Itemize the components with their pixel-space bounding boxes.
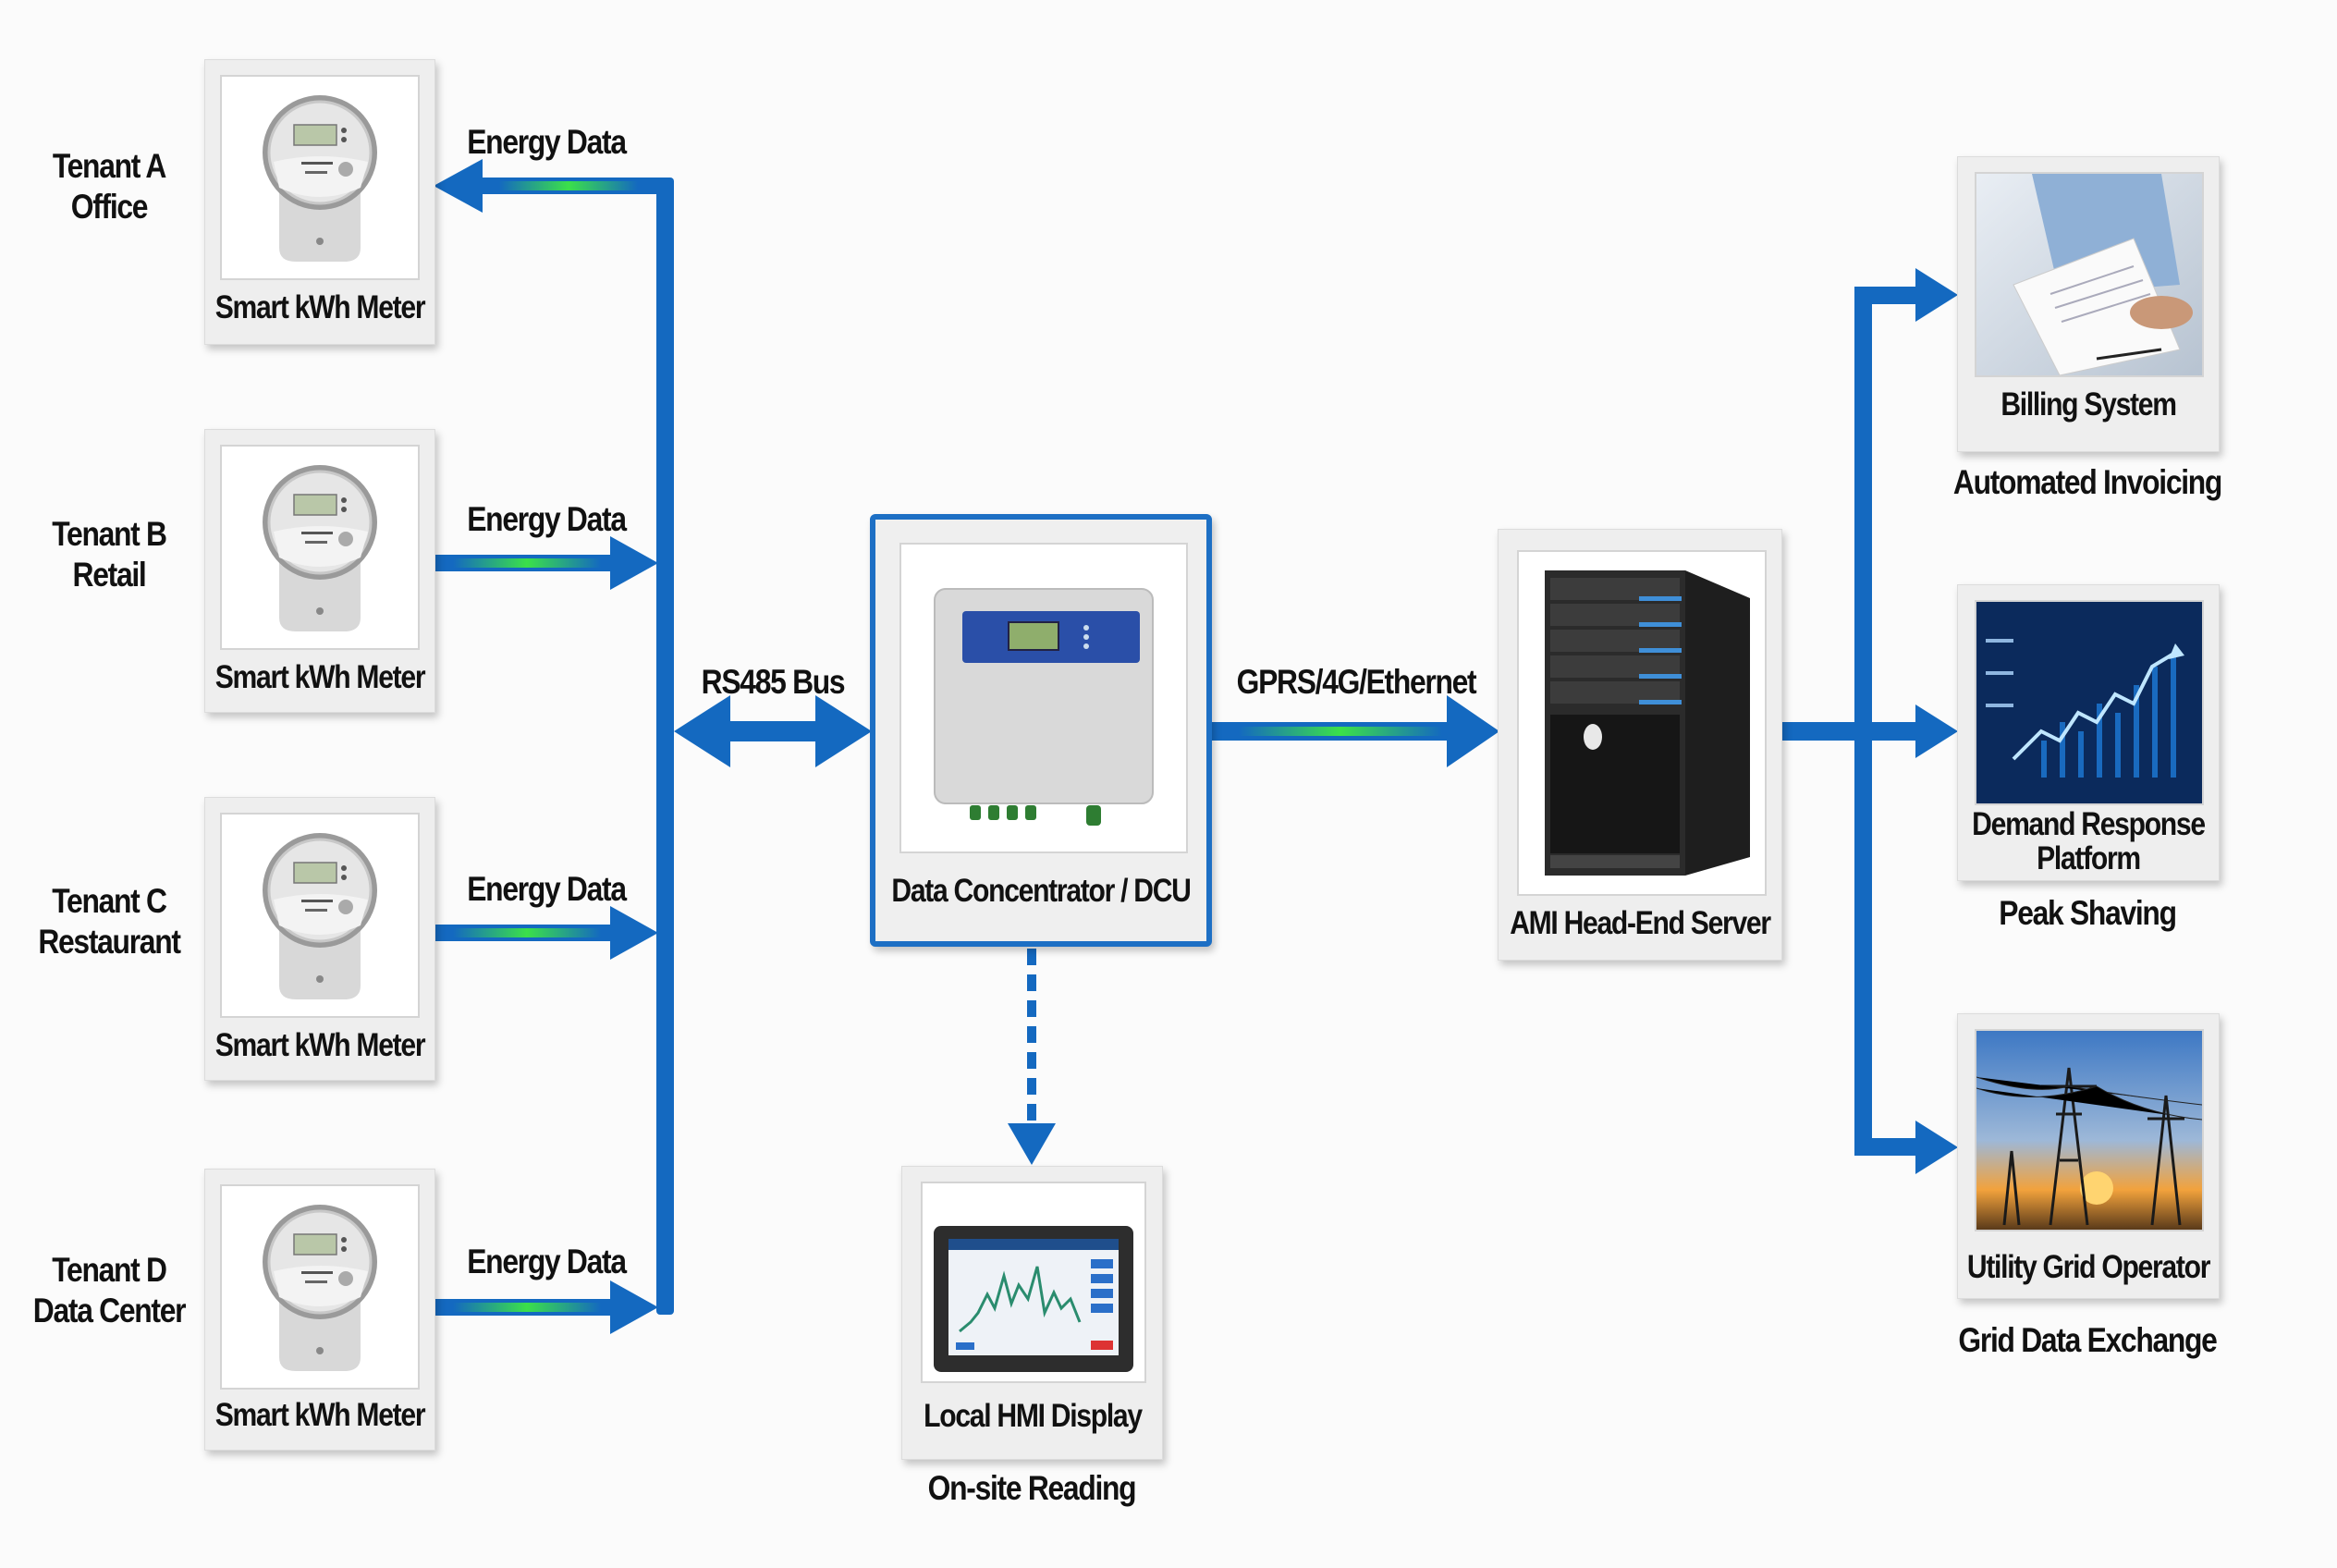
smart-meter-image bbox=[220, 445, 420, 650]
meter-label: Smart kWh Meter bbox=[214, 289, 426, 325]
dcu-image bbox=[899, 543, 1188, 853]
hmi-dashed-arrow bbox=[1008, 949, 1056, 1165]
meter-card-tenant-c[interactable]: Smart kWh Meter bbox=[204, 797, 435, 1081]
hmi-image bbox=[921, 1182, 1146, 1383]
server-card[interactable]: AMI Head-End Server bbox=[1498, 529, 1782, 961]
demand-chart-photo bbox=[1975, 600, 2204, 805]
tenant-type: Restaurant bbox=[38, 923, 181, 962]
utility-grid-caption: Grid Data Exchange bbox=[1958, 1321, 2217, 1359]
uplink-arrow bbox=[1212, 695, 1499, 767]
tenant-type: Retail bbox=[72, 556, 147, 594]
server-label: AMI Head-End Server bbox=[1510, 905, 1771, 941]
energy-data-label-d: Energy Data bbox=[467, 1243, 627, 1280]
power-tower-photo bbox=[1975, 1029, 2204, 1231]
meter-card-tenant-a[interactable]: Smart kWh Meter bbox=[204, 59, 435, 345]
tenant-name: Tenant D bbox=[52, 1251, 167, 1289]
label-line: Demand Response bbox=[1972, 806, 2206, 842]
smart-meter-image bbox=[220, 1184, 420, 1390]
uplink-label: GPRS/4G/Ethernet bbox=[1236, 663, 1477, 701]
tenant-type: Office bbox=[70, 188, 149, 227]
server-image bbox=[1517, 550, 1767, 896]
meter-label: Smart kWh Meter bbox=[214, 1027, 426, 1063]
smart-meter-image bbox=[220, 75, 420, 280]
energy-data-label-b: Energy Data bbox=[467, 500, 627, 538]
demand-response-caption: Peak Shaving bbox=[1999, 894, 2177, 932]
rs485-bus-label: RS485 Bus bbox=[701, 663, 846, 701]
dcu-card[interactable]: Data Concentrator / DCU bbox=[870, 514, 1212, 947]
hmi-caption: On-site Reading bbox=[927, 1469, 1137, 1507]
dcu-label: Data Concentrator / DCU bbox=[891, 873, 1192, 909]
utility-grid-label: Utility Grid Operator bbox=[1966, 1249, 2211, 1285]
tenant-name: Tenant C bbox=[52, 882, 167, 920]
tenant-type: Data Center bbox=[32, 1292, 187, 1330]
meter-card-tenant-b[interactable]: Smart kWh Meter bbox=[204, 429, 435, 713]
billing-photo bbox=[1975, 172, 2204, 377]
arrow-tenant-b bbox=[434, 536, 658, 590]
output-distribution-arrows bbox=[1780, 268, 1958, 1174]
hmi-label: Local HMI Display bbox=[923, 1398, 1143, 1434]
meter-label: Smart kWh Meter bbox=[214, 659, 426, 695]
rs485-bus-line bbox=[656, 178, 674, 1315]
arrow-tenant-c bbox=[434, 906, 658, 960]
meter-card-tenant-d[interactable]: Smart kWh Meter bbox=[204, 1169, 435, 1451]
energy-data-label-c: Energy Data bbox=[467, 870, 627, 908]
label-line: Platform bbox=[2037, 839, 2141, 876]
billing-caption: Automated Invoicing bbox=[1952, 463, 2222, 501]
smart-meter-image bbox=[220, 813, 420, 1018]
tenant-name: Tenant A bbox=[52, 147, 167, 185]
billing-system-label: Billing System bbox=[2001, 386, 2177, 423]
energy-data-label-a: Energy Data bbox=[467, 123, 627, 161]
meter-label: Smart kWh Meter bbox=[214, 1397, 426, 1433]
utility-grid-card[interactable]: Utility Grid Operator bbox=[1957, 1013, 2220, 1299]
tenant-name: Tenant B bbox=[52, 515, 167, 553]
arrow-tenant-d bbox=[434, 1280, 658, 1334]
billing-system-card[interactable]: Billing System bbox=[1957, 156, 2220, 452]
arrow-tenant-a bbox=[434, 159, 666, 213]
hmi-card[interactable]: Local HMI Display bbox=[901, 1166, 1163, 1460]
rs485-bidirectional-arrow bbox=[674, 695, 872, 767]
